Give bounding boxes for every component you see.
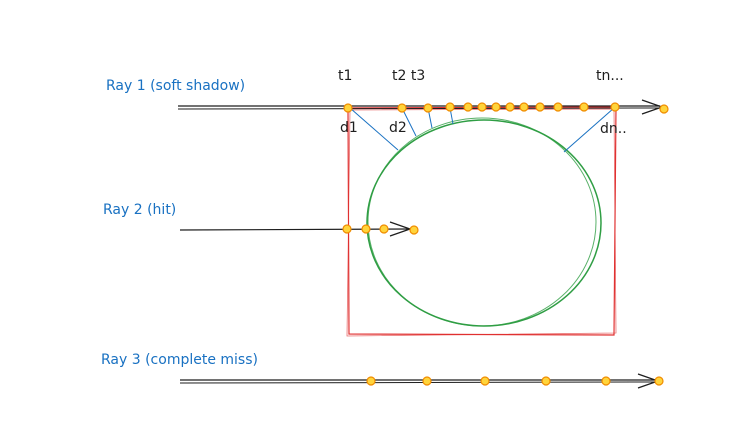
ray-2-label: Ray 2 (hit) (103, 202, 176, 218)
ray-1-label: Ray 1 (soft shadow) (106, 78, 245, 94)
scene-object-ellipse (366, 117, 602, 327)
sample-point (343, 103, 353, 113)
distance-lines (349, 107, 615, 153)
ray-1-samples (343, 102, 669, 114)
sample-point (579, 102, 589, 112)
ray-2-samples (342, 224, 419, 235)
sample-point (361, 224, 371, 234)
distance-line-d1 (349, 107, 399, 151)
ray-1-arrowhead (641, 99, 664, 115)
sample-point (423, 103, 433, 113)
step-label-t1: t1 (338, 68, 352, 84)
sample-point (659, 104, 669, 114)
sample-point (463, 102, 473, 112)
distance-line-dn (563, 107, 615, 153)
ray-2 (179, 221, 412, 237)
step-label-tn: tn... (596, 68, 624, 84)
sample-point (601, 376, 611, 386)
distance-label-dn: dn.. (600, 121, 627, 137)
sample-point (342, 224, 352, 234)
sample-point (422, 376, 432, 386)
sample-point (610, 102, 620, 112)
sample-point (491, 102, 501, 112)
distance-label-d2: d2 (389, 120, 407, 136)
ray-3 (179, 373, 660, 389)
sample-point (379, 224, 389, 234)
sample-point (409, 225, 419, 235)
sample-point (445, 102, 455, 112)
sample-point (477, 102, 487, 112)
distance-line-d2 (401, 107, 417, 137)
distance-label-d1: d1 (340, 120, 358, 136)
sample-point (535, 102, 545, 112)
step-label-t2-t3: t2 t3 (392, 68, 425, 84)
sample-point (505, 102, 515, 112)
sample-point (519, 102, 529, 112)
sample-point (366, 376, 376, 386)
sample-point (654, 376, 664, 386)
sample-point (480, 376, 490, 386)
sample-point (553, 102, 563, 112)
ray-3-samples (366, 376, 664, 386)
sample-point (397, 103, 407, 113)
sample-point (541, 376, 551, 386)
ray-3-label: Ray 3 (complete miss) (101, 352, 258, 368)
